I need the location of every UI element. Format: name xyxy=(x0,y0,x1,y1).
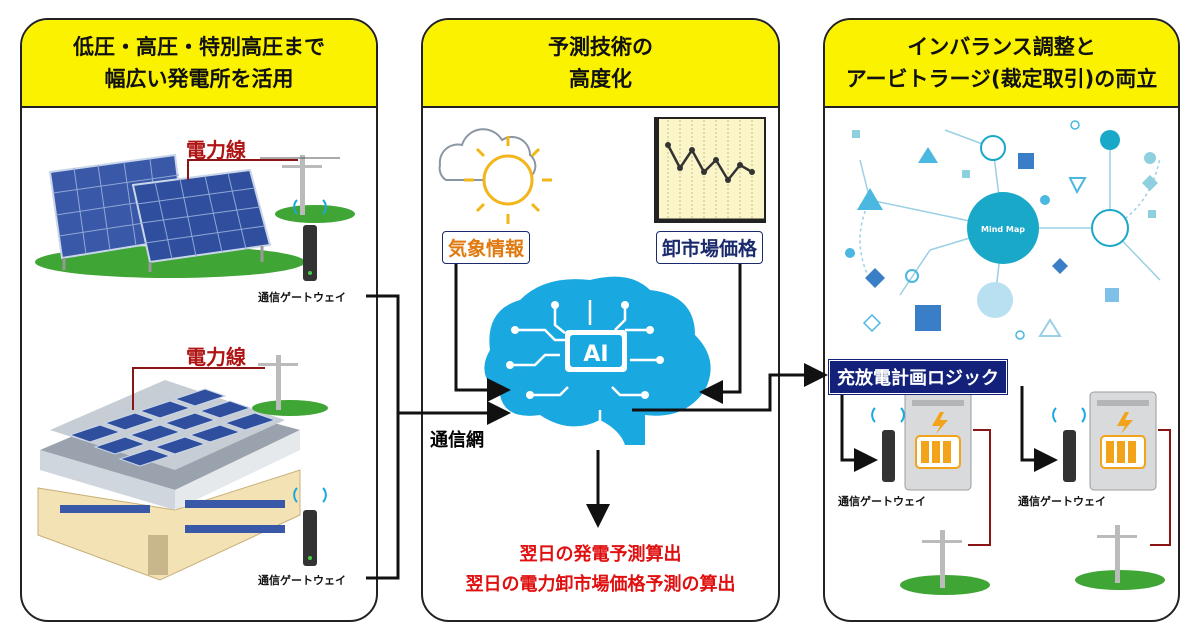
grid-poles-illustration xyxy=(900,429,1171,595)
panel-title-line2: 幅広い発電所を活用 xyxy=(104,67,294,91)
gateway-label: 通信ゲートウェイ xyxy=(258,291,346,304)
charge-discharge-logic-label: 充放電計画ロジック xyxy=(828,359,1008,395)
panel-title-line1: 予測技術の xyxy=(548,35,653,59)
network-connector xyxy=(366,294,511,580)
power-line-label: 電力線 xyxy=(186,138,246,162)
panel-imbalance-arbitrage: インバランス調整と アービトラージ(裁定取引)の両立 xyxy=(823,18,1180,622)
forecast-arrows xyxy=(454,262,828,528)
network-label: 通信網 xyxy=(430,430,484,451)
mind-map-label: Mind Map xyxy=(981,225,1025,234)
panel-title-line2: アービトラージ(裁定取引)の両立 xyxy=(845,67,1158,91)
panel-header: 予測技術の 高度化 xyxy=(423,20,778,108)
rooftop-solar-factory-illustration xyxy=(37,355,328,581)
gateway-device-icon xyxy=(871,407,905,482)
battery-storage-illustration xyxy=(904,391,1157,491)
gateway-label: 通信ゲートウェイ xyxy=(1018,495,1106,508)
panel-title-line1: 低圧・高圧・特別高圧まで xyxy=(73,35,325,59)
result-market-price-forecast: 翌日の電力卸市場価格予測の算出 xyxy=(465,574,736,595)
weather-info-label: 気象情報 xyxy=(442,231,531,264)
ai-brain-icon: AI xyxy=(484,276,711,445)
gateway-device-icon xyxy=(293,487,327,566)
ground-solar-farm-illustration xyxy=(35,153,355,278)
gateway-label: 通信ゲートウェイ xyxy=(258,574,346,587)
mind-map-illustration: Mind Map xyxy=(845,120,1161,340)
gateway-device-icon xyxy=(293,199,327,281)
ai-label: AI xyxy=(583,342,608,367)
panel-title-line1: インバランス調整と xyxy=(907,35,1096,59)
logic-connectors xyxy=(840,386,1058,472)
panel-header: 低圧・高圧・特別高圧まで 幅広い発電所を活用 xyxy=(22,20,376,108)
gateway-device-icon xyxy=(1052,407,1086,482)
panel-header: インバランス調整と アービトラージ(裁定取引)の両立 xyxy=(825,20,1178,108)
market-price-chart-icon xyxy=(654,117,766,223)
panel-title-line2: 高度化 xyxy=(569,67,632,91)
result-generation-forecast: 翌日の発電予測算出 xyxy=(519,544,682,565)
market-price-label: 卸市場価格 xyxy=(656,231,764,264)
power-line-label: 電力線 xyxy=(186,345,246,369)
weather-icon xyxy=(438,128,552,224)
gateway-label: 通信ゲートウェイ xyxy=(838,495,926,508)
